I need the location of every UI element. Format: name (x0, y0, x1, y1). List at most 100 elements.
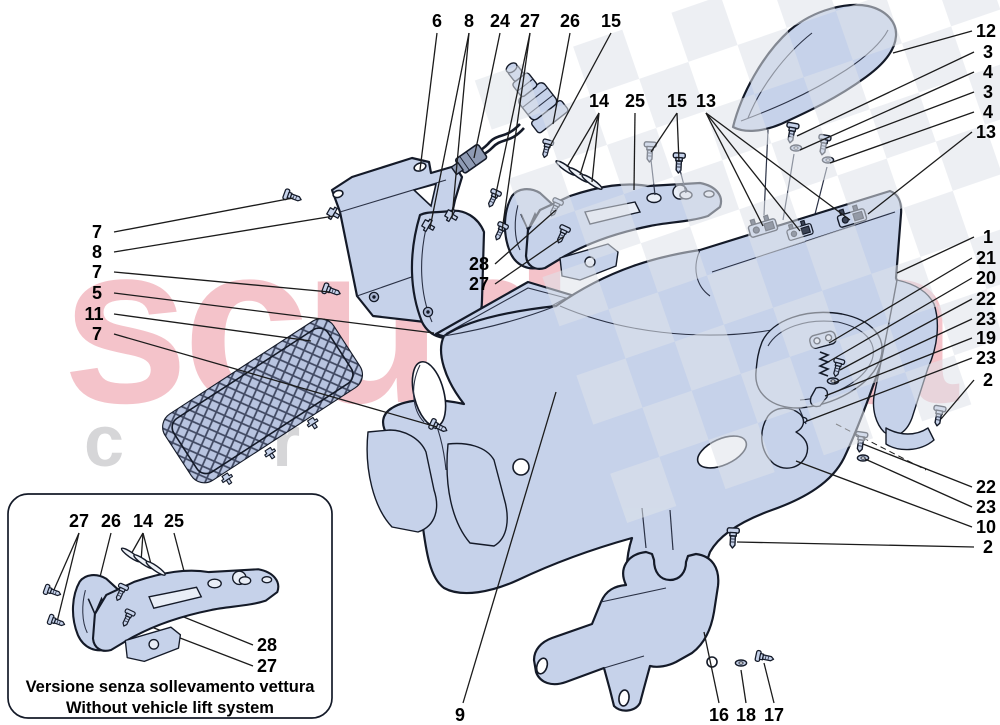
callout-23: 23 (976, 497, 996, 517)
checker-square (573, 29, 640, 96)
callout-14: 14 (589, 91, 609, 111)
checker-square (737, 28, 804, 95)
leader-line-14 (591, 112, 600, 183)
checker-square (805, 224, 872, 291)
part-lower-bracket (532, 507, 776, 712)
leader-line-22 (862, 443, 973, 488)
callout-8: 8 (92, 242, 102, 262)
checker-square (935, 124, 1000, 191)
leader-line-15 (676, 112, 680, 163)
callout-25: 25 (164, 511, 184, 531)
leader-line-12 (892, 30, 973, 54)
leader-line-27 (52, 532, 80, 593)
leader-line-5 (113, 292, 435, 334)
inset-caption-italian: Versione senza sollevamento vettura (26, 678, 316, 696)
leader-line-6 (419, 32, 438, 171)
callout-23: 23 (976, 309, 996, 329)
watermark-checkered-flag (474, 0, 1000, 523)
callout-28: 28 (469, 254, 489, 274)
leader-line-8 (451, 32, 470, 219)
leader-line-26 (99, 532, 112, 578)
checker-square (608, 292, 675, 359)
callout-1: 1 (983, 227, 993, 247)
checker-square (937, 289, 1000, 356)
leader-line-13 (867, 131, 973, 215)
leader-line-8 (113, 215, 335, 253)
callout-7: 7 (92, 324, 102, 344)
callout-7: 7 (92, 222, 102, 242)
callout-17: 17 (764, 705, 784, 725)
callout-21: 21 (976, 248, 996, 268)
checker-square (542, 260, 609, 327)
checker-square (771, 126, 838, 193)
checker-square (773, 290, 840, 357)
checker-square (576, 358, 643, 425)
callout-20: 20 (976, 268, 996, 288)
callout-25: 25 (625, 91, 645, 111)
inset-no-lift-variant: Versione senza sollevamento vettura With… (7, 493, 333, 719)
leader-line-10 (795, 460, 973, 528)
callout-3: 3 (983, 42, 993, 62)
callout-8: 8 (464, 11, 474, 31)
checker-square (708, 422, 775, 490)
leader-line-23 (833, 318, 973, 384)
callout-2: 2 (983, 537, 993, 557)
callout-7: 7 (92, 262, 102, 282)
leader-line-21 (828, 257, 973, 344)
checker-square (674, 324, 741, 391)
leader-line-16 (703, 631, 720, 704)
callout-15: 15 (601, 11, 621, 31)
checker-square (540, 95, 607, 162)
leader-line-15 (650, 112, 678, 153)
checker-square (739, 192, 806, 259)
checker-square (673, 160, 740, 227)
leader-line-13 (705, 112, 764, 227)
leader-line-14 (579, 112, 600, 176)
checker-square (610, 456, 677, 523)
callout-2: 2 (983, 370, 993, 390)
callout-27: 27 (469, 274, 489, 294)
checker-square (905, 355, 972, 422)
leader-line-27 (501, 32, 531, 232)
leader-line-3 (825, 91, 975, 149)
checker-square (901, 26, 969, 93)
leader-line-1 (896, 236, 975, 274)
callout-27: 27 (257, 656, 277, 676)
leader-line-27 (494, 236, 564, 285)
callout-10: 10 (976, 517, 996, 537)
callout-22: 22 (976, 477, 996, 497)
checker-square (871, 256, 938, 324)
callout-22: 22 (976, 289, 996, 309)
leader-line-25 (173, 532, 186, 576)
checker-square (640, 226, 707, 293)
callout-26: 26 (101, 511, 121, 531)
checker-square (903, 190, 970, 257)
checker-square (671, 0, 738, 62)
callout-4: 4 (983, 62, 993, 82)
checker-square (969, 223, 1000, 290)
callout-4: 4 (983, 102, 993, 122)
leader-line-7 (113, 333, 438, 428)
leader-line-7 (113, 271, 331, 293)
checker-square (706, 258, 774, 325)
callout-12: 12 (976, 21, 996, 41)
leader-line-3 (796, 51, 975, 137)
leader-line-26 (552, 32, 571, 125)
leader-line-19 (824, 337, 973, 397)
leader-line-18 (740, 669, 747, 704)
leader-line-15 (548, 32, 612, 149)
leader-line-24 (473, 32, 501, 159)
callout-23: 23 (976, 348, 996, 368)
callout-27: 27 (69, 511, 89, 531)
callout-13: 13 (976, 122, 996, 142)
checker-square (642, 390, 709, 457)
leader-line-25 (633, 112, 636, 191)
callout-26: 26 (560, 11, 580, 31)
callout-18: 18 (736, 705, 756, 725)
leader-line-23 (864, 458, 973, 508)
leader-line-17 (763, 662, 775, 704)
callout-27: 27 (520, 11, 540, 31)
leader-line-8 (429, 32, 470, 229)
